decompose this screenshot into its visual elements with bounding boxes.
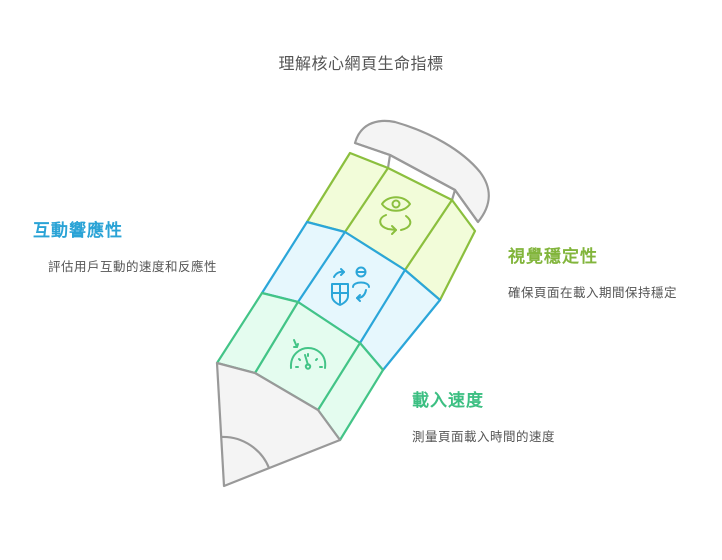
pencil-tip — [215, 361, 342, 488]
description-interaction: 評估用戶互動的速度和反應性 — [47, 259, 217, 274]
description-load-speed: 測量頁面載入時間的速度 — [412, 429, 556, 444]
diagram-title: 理解核心網頁生命指標 — [278, 54, 444, 73]
interaction-exchange-icon — [331, 266, 370, 306]
label-visual-stability: 視覺穩定性 確保頁面在載入期間保持穩定 — [508, 242, 692, 302]
heading-interaction: 互動響應性 — [33, 221, 123, 241]
heading-load-speed: 載入速度 — [412, 391, 484, 411]
heading-visual-stability: 視覺穩定性 — [508, 247, 598, 267]
speedometer-icon — [289, 339, 327, 370]
label-load-speed: 載入速度 測量頁面載入時間的速度 — [412, 386, 612, 446]
description-visual-stability: 確保頁面在載入期間保持穩定 — [508, 285, 678, 300]
pencil-eraser — [353, 119, 490, 224]
label-interaction: 互動響應性 評估用戶互動的速度和反應性 — [33, 216, 217, 276]
eye-rotate-icon — [379, 196, 412, 235]
